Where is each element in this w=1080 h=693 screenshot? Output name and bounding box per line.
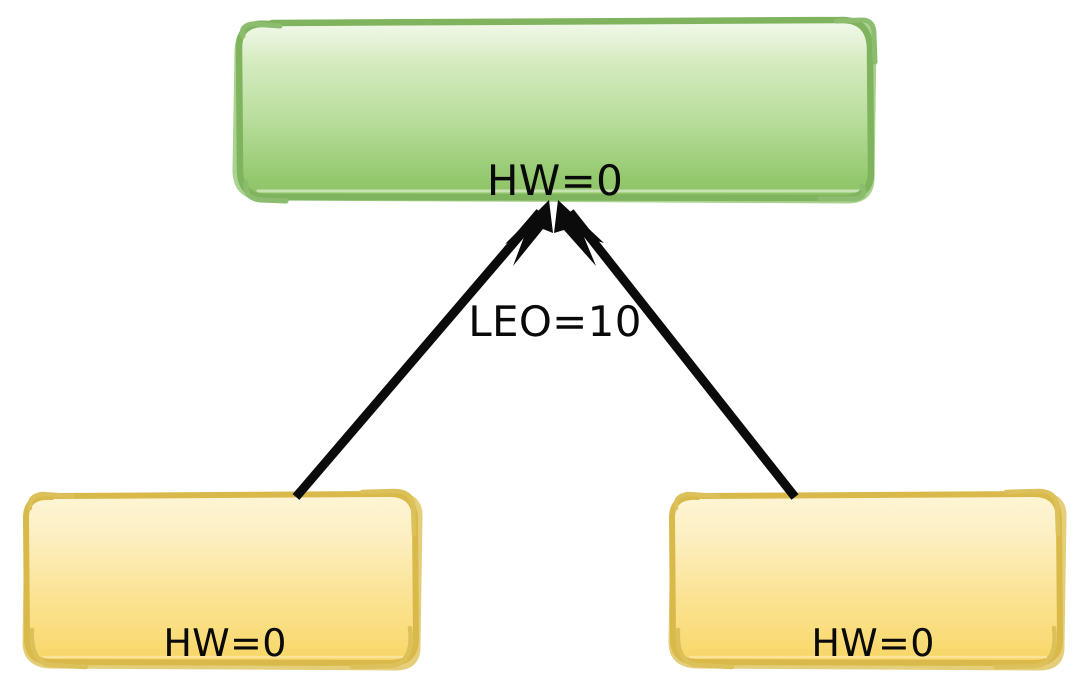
node-child-right-body (674, 493, 1060, 664)
edge-right-to-root[interactable] (554, 200, 799, 500)
node-root-corner-tick-bl (243, 179, 289, 204)
node-child-right[interactable] (668, 488, 1067, 671)
node-child-left-corner-tick-tl (27, 491, 75, 511)
node-child-right-corner-tick-tr (1003, 488, 1061, 537)
node-root[interactable] (232, 16, 878, 204)
node-child-left-corner-tick-br (349, 625, 413, 670)
node-child-left-corner-tick-tr (359, 488, 417, 537)
node-child-right-corner-tick-tl (673, 491, 721, 511)
node-child-left[interactable] (22, 488, 423, 671)
edge-right-to-root-line (566, 209, 799, 500)
node-root-corner-tick-tl (239, 21, 283, 39)
node-child-right-corner-tick-br (993, 625, 1057, 670)
node-root-corner-tick-br (817, 183, 867, 202)
node-root-corner-tick-tr (833, 17, 878, 65)
node-child-left-body (28, 493, 416, 664)
edge-left-to-root-arrowhead (505, 200, 553, 266)
edge-right-to-root-arrowhead (554, 200, 604, 266)
node-child-left-corner-tick-bl (29, 627, 89, 670)
edge-left-to-root[interactable] (292, 200, 553, 500)
node-root-highlight (241, 19, 872, 120)
node-child-right-corner-tick-bl (675, 627, 735, 670)
edge-left-to-root-line (292, 209, 544, 500)
